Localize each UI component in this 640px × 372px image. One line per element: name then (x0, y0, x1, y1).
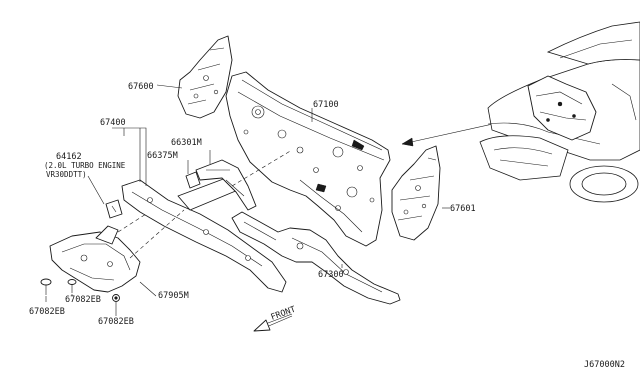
clip-67082eb-1[interactable] (40, 278, 52, 295)
leader-lines (45, 84, 450, 316)
label-67300: 67300 (318, 270, 344, 280)
vehicle-outline-icon (479, 21, 640, 203)
label-64162-note-line2: VR30DDTT) (46, 170, 87, 179)
part-67601[interactable] (391, 145, 441, 241)
diagram-code: J67000N2 (584, 360, 625, 370)
label-67601: 67601 (450, 204, 476, 214)
part-67905m[interactable] (49, 225, 141, 293)
part-67300[interactable] (231, 211, 401, 305)
label-67905m: 67905M (158, 291, 189, 301)
front-arrow-icon (253, 313, 293, 332)
clip-67082eb-2[interactable] (67, 279, 77, 294)
label-66301m: 66301M (171, 138, 202, 148)
label-64162-note-line1: (2.0L TURBO ENGINE (44, 161, 126, 170)
label-67100: 67100 (313, 100, 339, 110)
label-67082eb-2: 67082EB (29, 307, 65, 317)
clip-67082eb-3[interactable] (112, 294, 120, 302)
label-67400: 67400 (100, 118, 126, 128)
part-66301m[interactable] (195, 159, 257, 211)
part-67600[interactable] (177, 35, 233, 119)
label-67600: 67600 (128, 82, 154, 92)
part-64162[interactable] (105, 199, 123, 219)
label-66375m: 66375M (147, 151, 178, 161)
label-67082eb-3: 67082EB (98, 317, 134, 327)
label-front: FRONT (270, 305, 297, 323)
part-67100[interactable] (225, 71, 391, 247)
part-66375m[interactable] (185, 171, 201, 189)
label-64162: 64162 (56, 152, 82, 162)
label-67082eb-1: 67082EB (65, 295, 101, 305)
